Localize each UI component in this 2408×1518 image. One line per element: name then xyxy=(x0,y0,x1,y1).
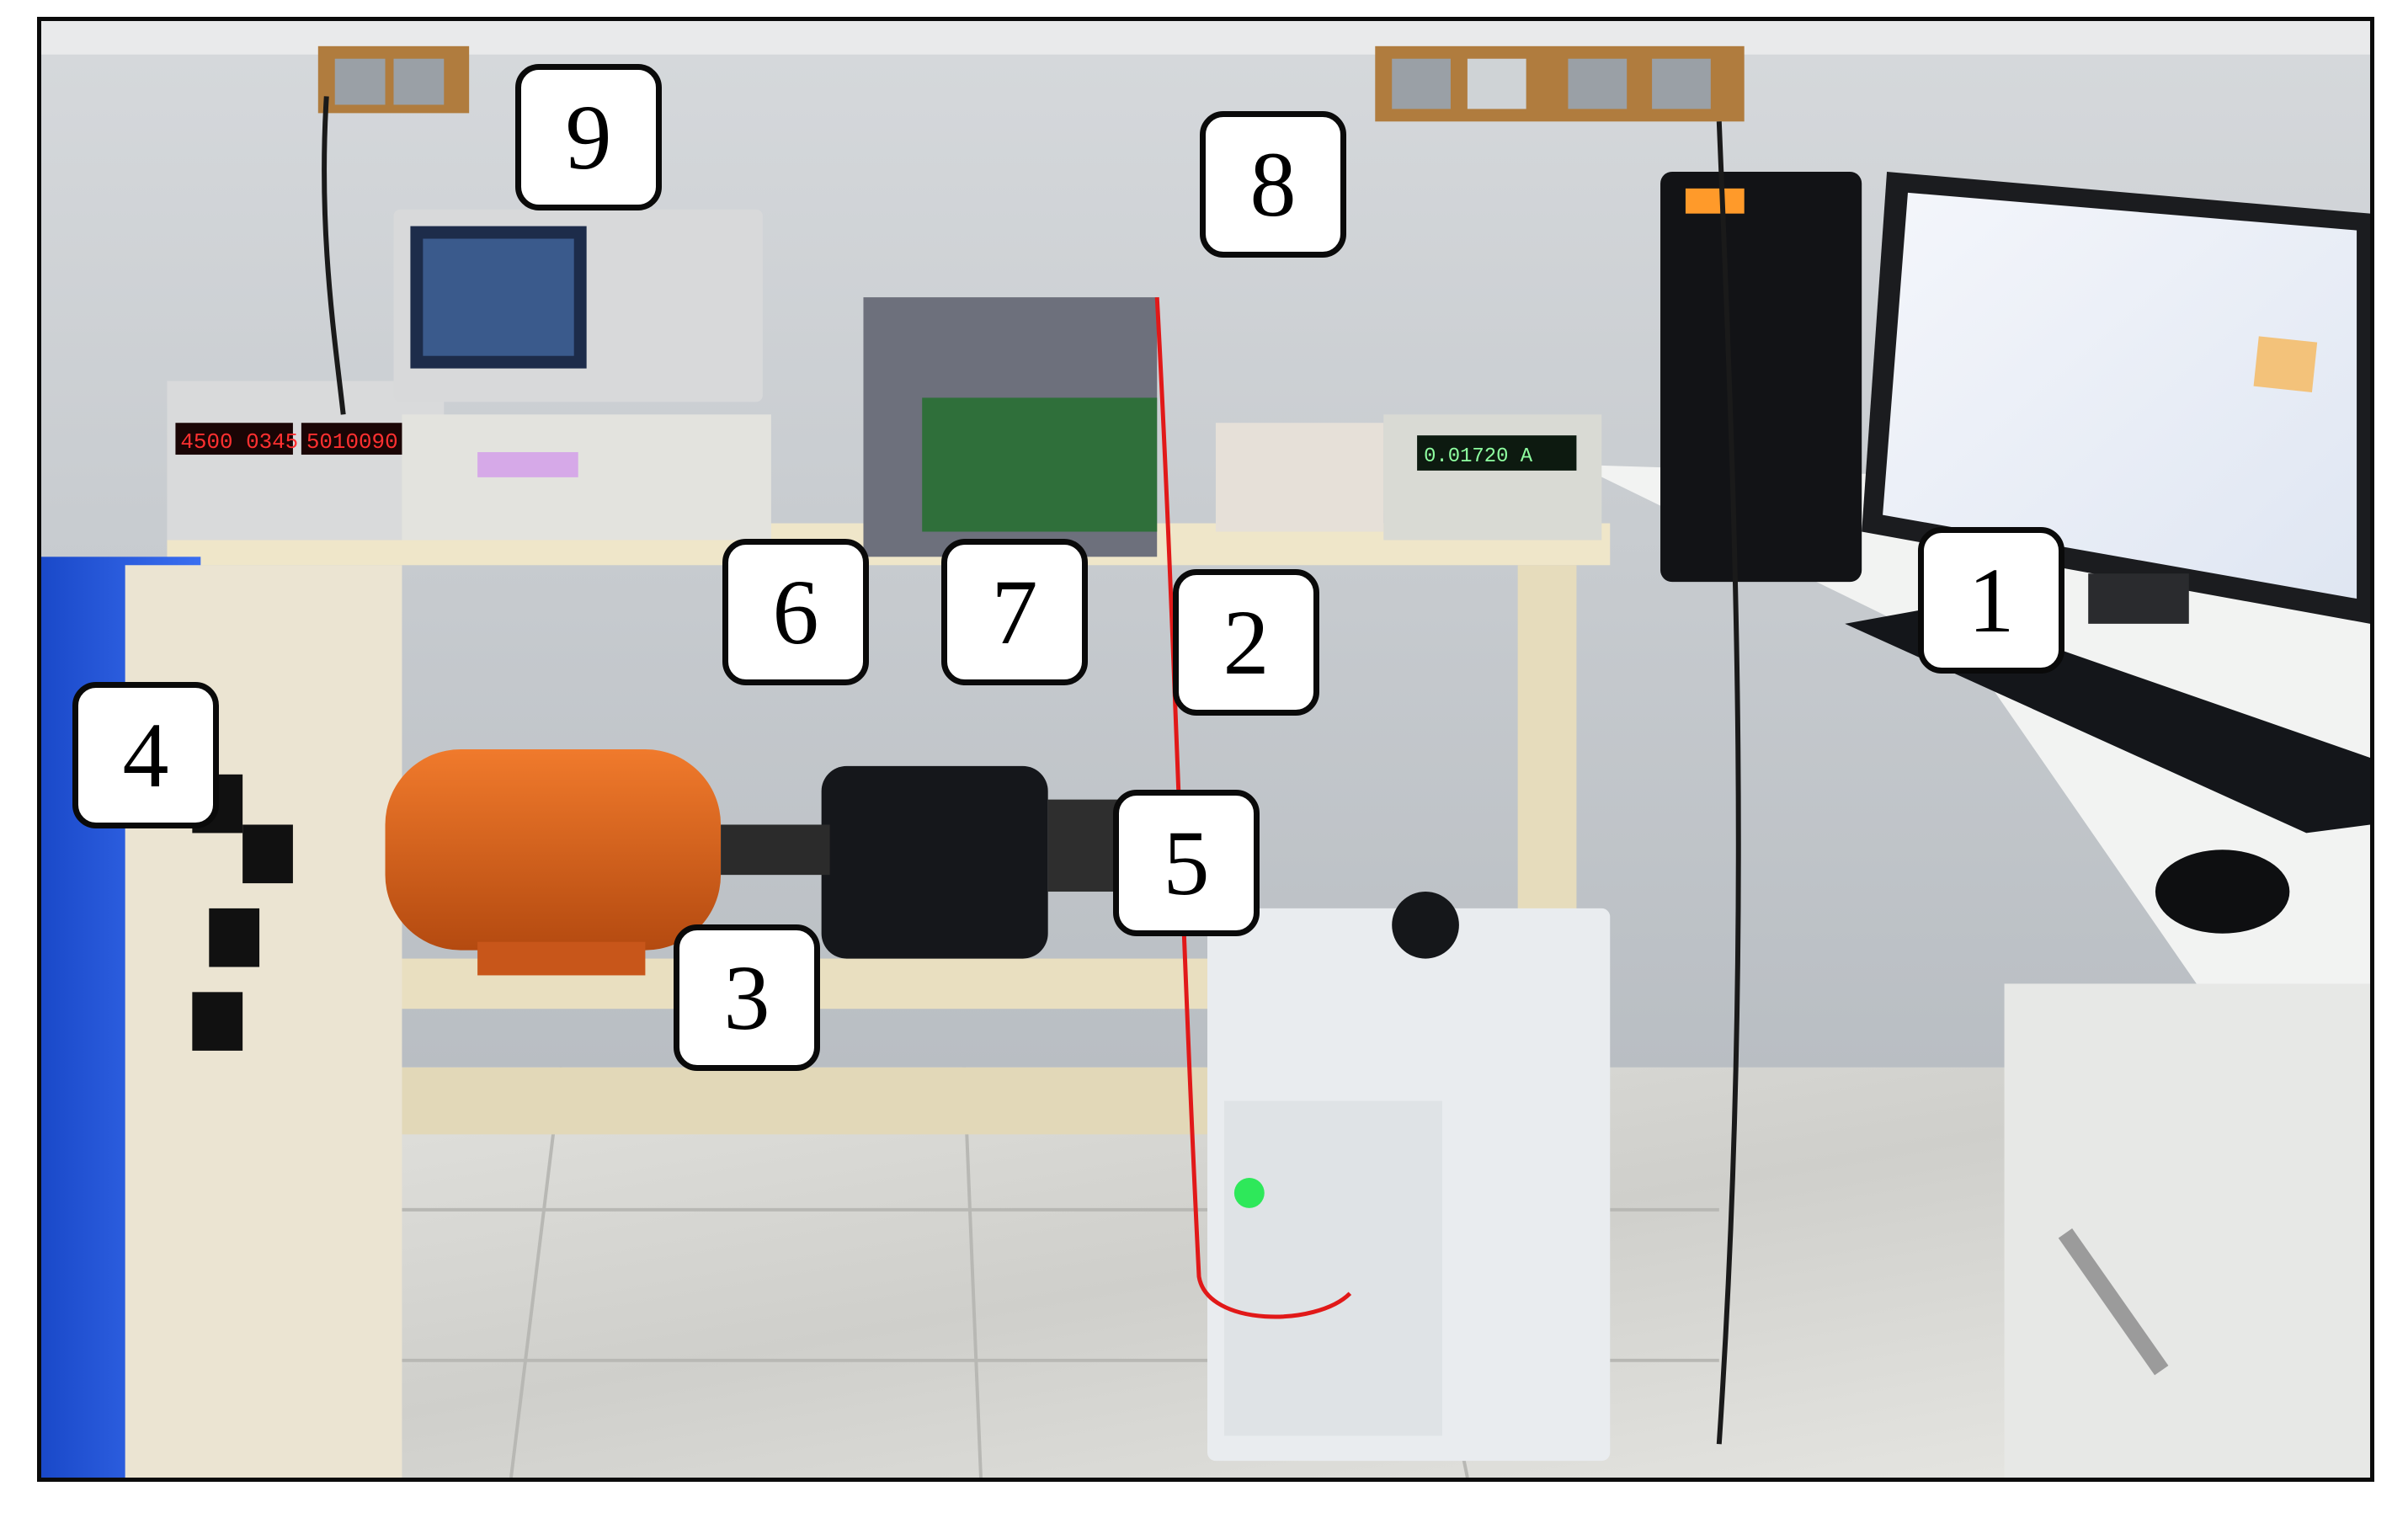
control-box xyxy=(1215,423,1384,532)
digital-multimeter xyxy=(1383,414,1602,541)
callout-4: 4 xyxy=(72,682,219,828)
callout-7: 7 xyxy=(941,539,1088,685)
dc-power-supply xyxy=(167,381,445,541)
psu-readout-left: 4500 0345 xyxy=(180,429,298,455)
callout-5: 5 xyxy=(1113,790,1260,936)
callout-4-label: 4 xyxy=(122,704,169,807)
callout-6-label: 6 xyxy=(772,561,819,663)
callout-9: 9 xyxy=(515,64,662,210)
pc-tower xyxy=(1660,171,1862,583)
callout-1-label: 1 xyxy=(1968,549,2015,652)
red-cable xyxy=(1154,296,1352,1319)
callout-2: 2 xyxy=(1173,569,1319,716)
mouse xyxy=(2155,850,2290,934)
coupling-shaft xyxy=(721,824,830,876)
callout-1: 1 xyxy=(1918,527,2064,674)
monitor-stand xyxy=(2088,573,2189,624)
callout-5-label: 5 xyxy=(1163,812,1210,914)
dmm-readout: 0.01720 A xyxy=(1424,445,1533,468)
floor xyxy=(41,1067,2370,1478)
desk-drawers xyxy=(2004,983,2370,1478)
callout-9-label: 9 xyxy=(565,86,612,189)
callout-8: 8 xyxy=(1200,111,1346,258)
callout-3-label: 3 xyxy=(723,946,770,1049)
dc-machine xyxy=(821,765,1048,959)
induction-motor xyxy=(385,749,722,951)
signal-generator xyxy=(402,414,771,541)
variac-indicator-light xyxy=(1233,1178,1265,1208)
callout-2-label: 2 xyxy=(1223,591,1270,694)
monitor-screen xyxy=(1883,192,2357,599)
callout-3: 3 xyxy=(674,924,820,1071)
callout-7-label: 7 xyxy=(991,561,1038,663)
callout-6: 6 xyxy=(722,539,869,685)
variac-knob xyxy=(1392,892,1459,959)
callout-8-label: 8 xyxy=(1249,133,1297,236)
black-cables xyxy=(322,96,1741,1445)
psu-readout-right: 5010090 xyxy=(306,429,398,455)
desk-top xyxy=(1576,464,2370,1235)
